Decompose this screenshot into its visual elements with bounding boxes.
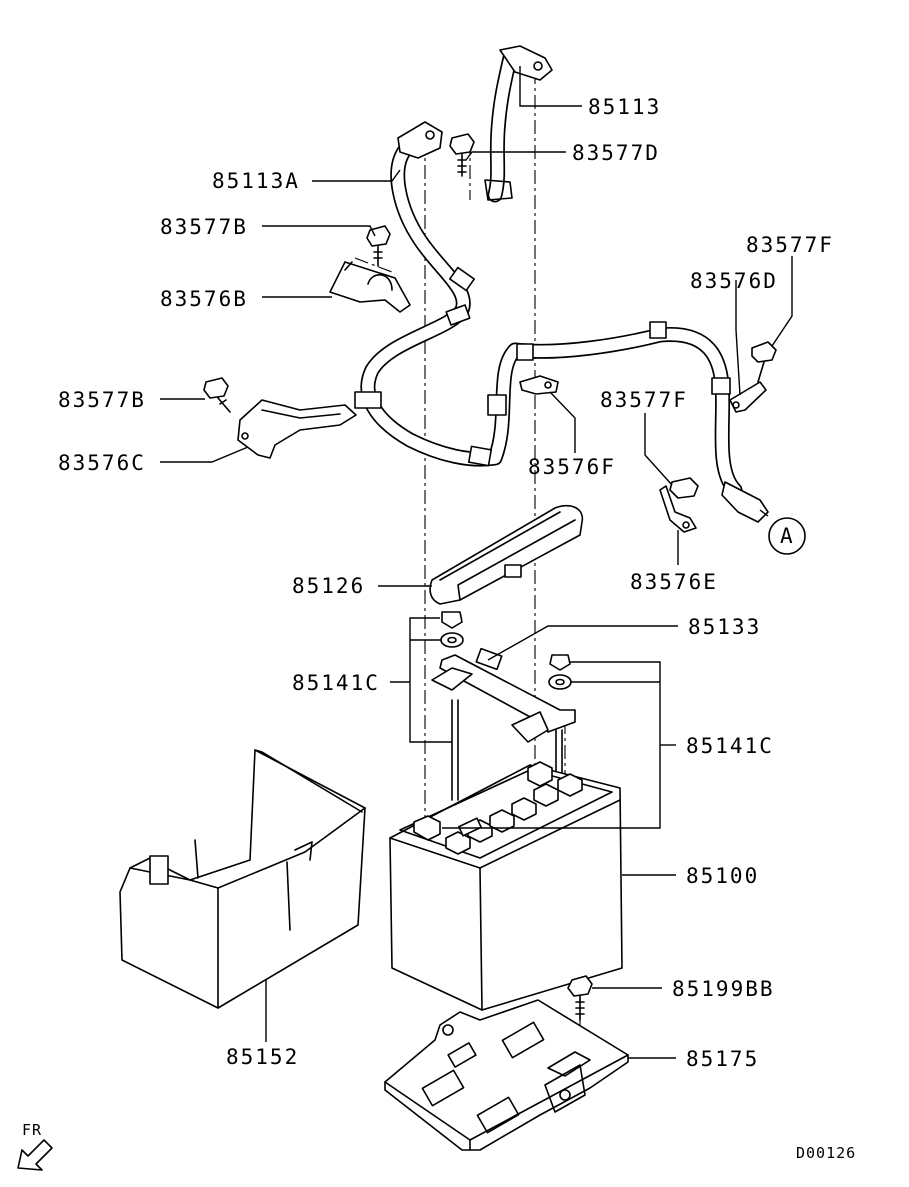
cable-85113: [484, 45, 553, 203]
label-83577F-mid: 83577F: [600, 388, 688, 412]
label-85113: 85113: [588, 95, 661, 119]
bracket-83576E: [659, 485, 697, 533]
bracket-83576C: [237, 399, 357, 459]
diagram-code: D00126: [796, 1144, 856, 1162]
bracket-83576D: [729, 381, 767, 413]
bracket-83576F: [519, 375, 559, 395]
cover-85126: [429, 504, 584, 605]
cable-85113A: [354, 121, 769, 523]
bolt-83577F-mid: [669, 477, 699, 499]
bracket-83576B: [329, 261, 411, 313]
label-85126: 85126: [292, 574, 365, 598]
arrow-front-icon: [17, 1139, 53, 1171]
label-callout-A: A: [780, 524, 795, 548]
bolt-85199BB: [567, 975, 593, 1021]
label-85175: 85175: [686, 1047, 759, 1071]
fr-label: FR: [22, 1121, 42, 1139]
label-83576D: 83576D: [690, 269, 778, 293]
label-85152: 85152: [226, 1045, 299, 1069]
tray-box-85152: [119, 749, 366, 1009]
label-85100: 85100: [686, 864, 759, 888]
battery-85100: [389, 761, 623, 1011]
tray-base-85175: [384, 999, 629, 1151]
label-83577D: 83577D: [572, 141, 660, 165]
label-83576F: 83576F: [528, 455, 616, 479]
bolt-83577F-top: [751, 341, 777, 383]
label-83577B-top: 83577B: [160, 215, 248, 239]
label-83576C: 83576C: [58, 451, 146, 475]
part-labels: 85113 83577D 85113A 83577B 83577F 83576D…: [58, 95, 856, 1162]
bolt-83577B-top: [366, 225, 391, 267]
leader-lines: [160, 66, 793, 1059]
callout-circle-A: [768, 517, 806, 555]
label-85141C-left: 85141C: [292, 671, 380, 695]
hold-down-85133: [431, 647, 576, 743]
bolt-83577B-mid: [203, 377, 231, 413]
label-83577F-top: 83577F: [746, 233, 834, 257]
label-83576B: 83576B: [160, 287, 248, 311]
label-83576E: 83576E: [630, 570, 718, 594]
label-85141C-right: 85141C: [686, 734, 774, 758]
label-83577B-mid: 83577B: [58, 388, 146, 412]
label-85199BB: 85199BB: [672, 977, 775, 1001]
label-85113A: 85113A: [212, 169, 300, 193]
bolt-83577D: [449, 133, 475, 177]
label-85133: 85133: [688, 615, 761, 639]
fr-orientation: FR: [17, 1121, 53, 1171]
